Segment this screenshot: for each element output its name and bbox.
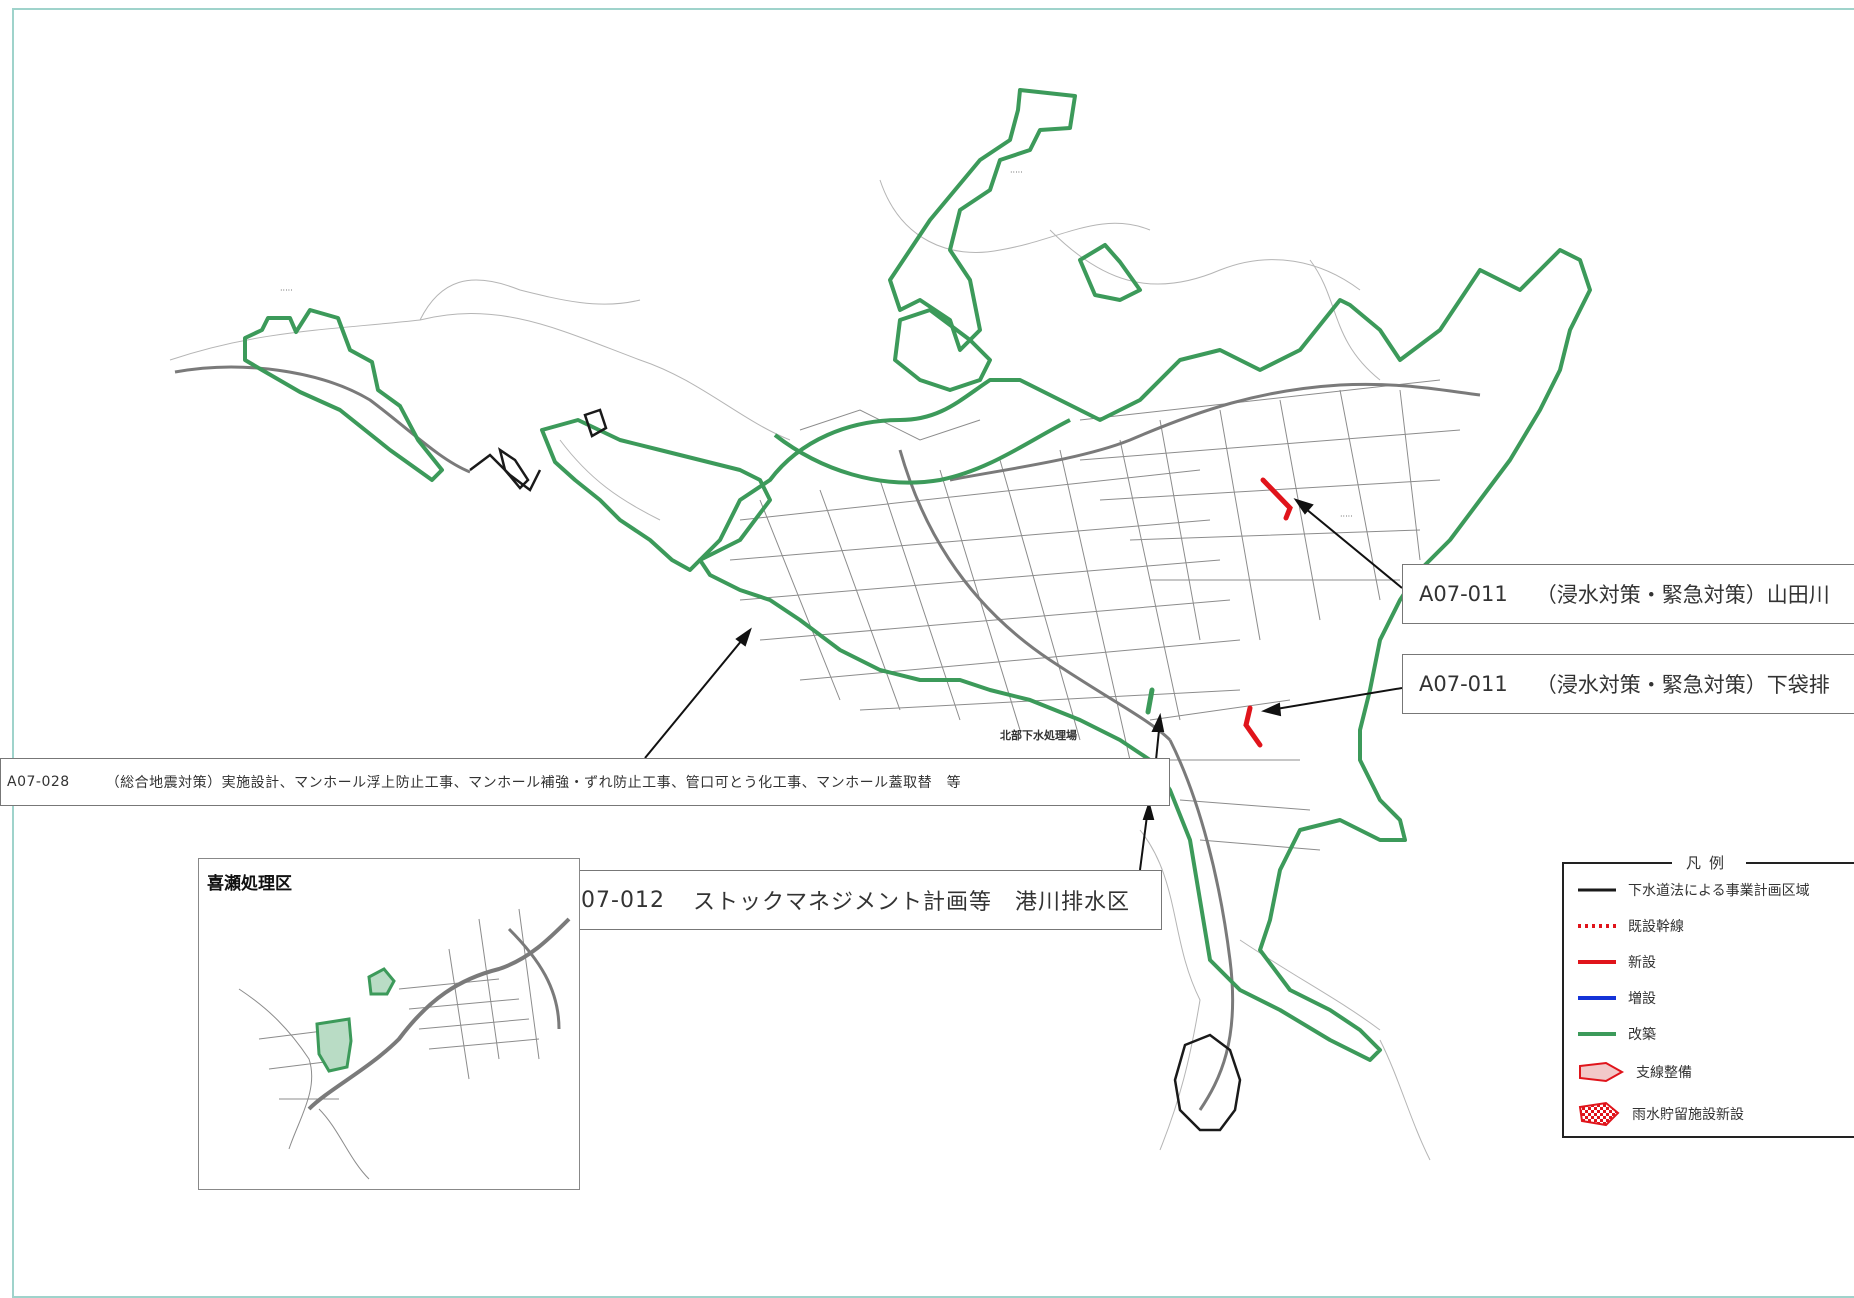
place-label: ····· (1340, 512, 1353, 521)
sewer-district-map (169, 88, 1592, 1161)
district-label: 北部下水処理場 (1000, 729, 1077, 742)
legend-item-expansion: 増設 (1576, 984, 1656, 1012)
red-checkered-area-icon (1578, 1101, 1620, 1127)
green-line-icon (1578, 1032, 1616, 1036)
legend: 凡例 下水道法による事業計画区域 既設幹線 新設 増設 改築 支線整備 (1562, 852, 1854, 1138)
legend-item-new: 新設 (1576, 948, 1656, 976)
legend-item-planning-area: 下水道法による事業計画区域 (1576, 876, 1810, 904)
main-highways (174, 365, 1481, 1111)
callout-code: A07-028 (7, 774, 70, 790)
red-line-icon (1578, 960, 1616, 964)
callout-text: （浸水対策・緊急対策）山田川 (1535, 583, 1830, 607)
callout-text: ストックマネジメント計画等 港川排水区 (692, 890, 1130, 915)
place-label: ····· (280, 286, 293, 295)
blue-line-icon (1578, 996, 1616, 1000)
legend-item-branch: 支線整備 (1576, 1058, 1692, 1086)
inset-map-graphic (238, 908, 571, 1180)
callout-text: （総合地震対策）実施設計、マンホール浮上防止工事、マンホール補強・ずれ防止工事、… (105, 775, 962, 791)
callout-a07-011-upper: A07-011 （浸水対策・緊急対策）山田川 (1402, 564, 1854, 624)
inset-map: 喜瀬処理区 (198, 858, 580, 1190)
callout-code: A07-011 (1419, 672, 1508, 696)
callout-a07-011-lower: A07-011 （浸水対策・緊急対策）下袋排 (1402, 654, 1854, 714)
inset-title: 喜瀬処理区 (207, 874, 292, 894)
place-label: ····· (1010, 168, 1023, 177)
callout-a07-028: A07-028 （総合地震対策）実施設計、マンホール浮上防止工事、マンホール補強… (0, 758, 1170, 806)
legend-title: 凡例 (1672, 852, 1747, 873)
callout-code: A07-012 (565, 887, 665, 913)
callout-a07-012: A07-012 ストックマネジメント計画等 港川排水区 (548, 870, 1162, 930)
legend-item-renovation: 改築 (1576, 1020, 1656, 1048)
black-line-icon (1578, 888, 1616, 892)
road-network (169, 179, 1431, 1161)
callout-arrows (644, 498, 1403, 871)
red-dotted-line-icon (1578, 924, 1616, 928)
callout-text: （浸水対策・緊急対策）下袋排 (1535, 673, 1830, 697)
red-outline-area-icon (1579, 1061, 1625, 1083)
new-construction-red (1243, 477, 1293, 748)
planning-boundary-black (469, 408, 1242, 1132)
renovation-green-segment (1145, 687, 1155, 715)
callout-code: A07-011 (1419, 582, 1508, 606)
legend-item-existing-trunk: 既設幹線 (1576, 912, 1684, 940)
legend-item-stormwater: 雨水貯留施設新設 (1576, 1100, 1744, 1128)
